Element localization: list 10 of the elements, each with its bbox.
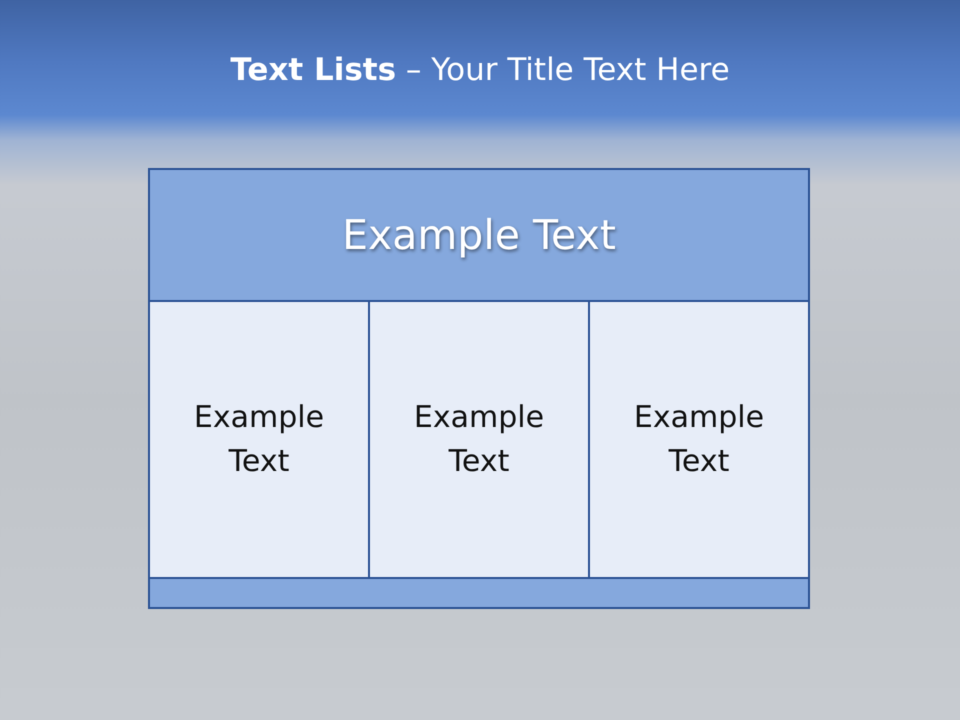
column-panel	[588, 300, 810, 579]
column-text: Example Text	[632, 399, 766, 480]
column-text: Example Text	[412, 399, 546, 480]
header-text: Example Text	[342, 211, 616, 259]
column-text: Example Text	[192, 399, 326, 480]
column-panel	[368, 300, 590, 579]
header-panel	[148, 168, 810, 302]
footer-bar	[148, 577, 810, 609]
slide-title: Text Lists – Your Title Text Here	[229, 52, 731, 88]
column-panel	[148, 300, 370, 579]
